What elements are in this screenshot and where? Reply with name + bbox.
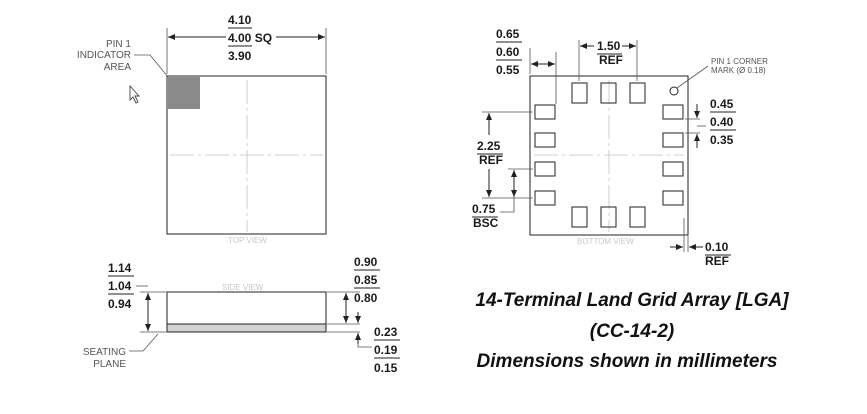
side-view: SIDE VIEW 1.14 1.04 0.94 SEATING PLANE 0… xyxy=(83,255,400,375)
pin1-label-line3: AREA xyxy=(104,62,132,73)
width-max: 4.10 xyxy=(228,13,252,27)
ref-top-unit: REF xyxy=(599,53,623,67)
pad-min: 0.15 xyxy=(374,361,398,375)
side-view-body xyxy=(166,291,327,325)
caption-title: 14-Terminal Land Grid Array [LGA] xyxy=(475,290,789,311)
body-nom: 0.85 xyxy=(354,273,378,287)
height-max: 1.14 xyxy=(108,261,132,275)
pin1-leader xyxy=(134,54,169,78)
ref-left-val: 2.25 xyxy=(477,139,501,153)
pad-bottom-3 xyxy=(629,206,646,228)
bsc-leader xyxy=(500,197,515,213)
padw-max: 0.45 xyxy=(710,97,734,111)
ref-left-unit: REF xyxy=(479,153,503,167)
padw-nom: 0.40 xyxy=(710,115,734,129)
bottom-view: BOTTOM VIEW 0.65 0.60 0.55 1.50 xyxy=(472,27,768,268)
seating-label-line2: PLANE xyxy=(93,359,126,370)
pin1-corner-leader xyxy=(676,65,709,89)
mouse-cursor-icon xyxy=(129,84,141,104)
pad-right-1 xyxy=(662,104,684,120)
pad-left-3 xyxy=(534,161,556,177)
pin1-indicator-area xyxy=(168,77,200,109)
edge-unit: REF xyxy=(705,254,729,268)
pad-top-3 xyxy=(629,82,646,104)
pad-left-4 xyxy=(534,190,556,206)
pin1-label-line1: PIN 1 xyxy=(106,39,131,50)
seating-label-line1: SEATING xyxy=(83,347,126,358)
side-view-pad-layer xyxy=(166,323,327,333)
pad-bottom-2 xyxy=(600,206,617,228)
bsc-unit: BSC xyxy=(473,216,499,230)
edge-val: 0.10 xyxy=(705,240,729,254)
padw-min: 0.35 xyxy=(710,133,734,147)
width-nom: 4.00 SQ xyxy=(228,31,272,45)
pitch-nom: 0.60 xyxy=(496,45,520,59)
pad-right-3 xyxy=(662,161,684,177)
pad-top-2 xyxy=(600,82,617,104)
pad-left-1 xyxy=(534,104,556,120)
caption: 14-Terminal Land Grid Array [LGA] (CC-14… xyxy=(475,290,789,372)
pad-max: 0.23 xyxy=(374,325,398,339)
bsc-val: 0.75 xyxy=(472,202,496,216)
pitch-max: 0.65 xyxy=(496,27,520,41)
bottom-view-label: BOTTOM VIEW xyxy=(577,237,634,246)
pad-leader xyxy=(357,344,372,348)
side-view-label: SIDE VIEW xyxy=(222,283,264,292)
pitch-min: 0.55 xyxy=(496,63,520,77)
caption-units-note: Dimensions shown in millimeters xyxy=(477,351,778,372)
width-min: 3.90 xyxy=(228,49,252,63)
pad-left-2 xyxy=(534,132,556,148)
height-min: 0.94 xyxy=(108,297,132,311)
pin1-label-line2: INDICATOR xyxy=(77,50,131,61)
pin1-corner-label-line1: PIN 1 CORNER xyxy=(711,57,768,66)
pad-top-1 xyxy=(571,82,588,104)
pad-bottom-1 xyxy=(571,206,588,228)
pin1-corner-mark xyxy=(669,86,679,96)
pad-right-4 xyxy=(662,190,684,206)
body-max: 0.90 xyxy=(354,255,378,269)
pin1-corner-label-line2: MARK (Ø 0.18) xyxy=(711,66,766,75)
caption-package-code: (CC-14-2) xyxy=(590,321,674,342)
seating-leader xyxy=(129,333,159,352)
top-view-outline xyxy=(166,75,327,235)
body-min: 0.80 xyxy=(354,291,378,305)
bottom-view-outline xyxy=(529,75,689,236)
ref-top-val: 1.50 xyxy=(597,39,621,53)
top-view-label: TOP VIEW xyxy=(228,236,267,245)
pad-nom: 0.19 xyxy=(374,343,398,357)
top-view: TOP VIEW PIN 1 INDICATOR AREA 4.10 4.00 … xyxy=(77,13,327,245)
height-nom: 1.04 xyxy=(108,279,132,293)
pad-right-2 xyxy=(662,132,684,148)
